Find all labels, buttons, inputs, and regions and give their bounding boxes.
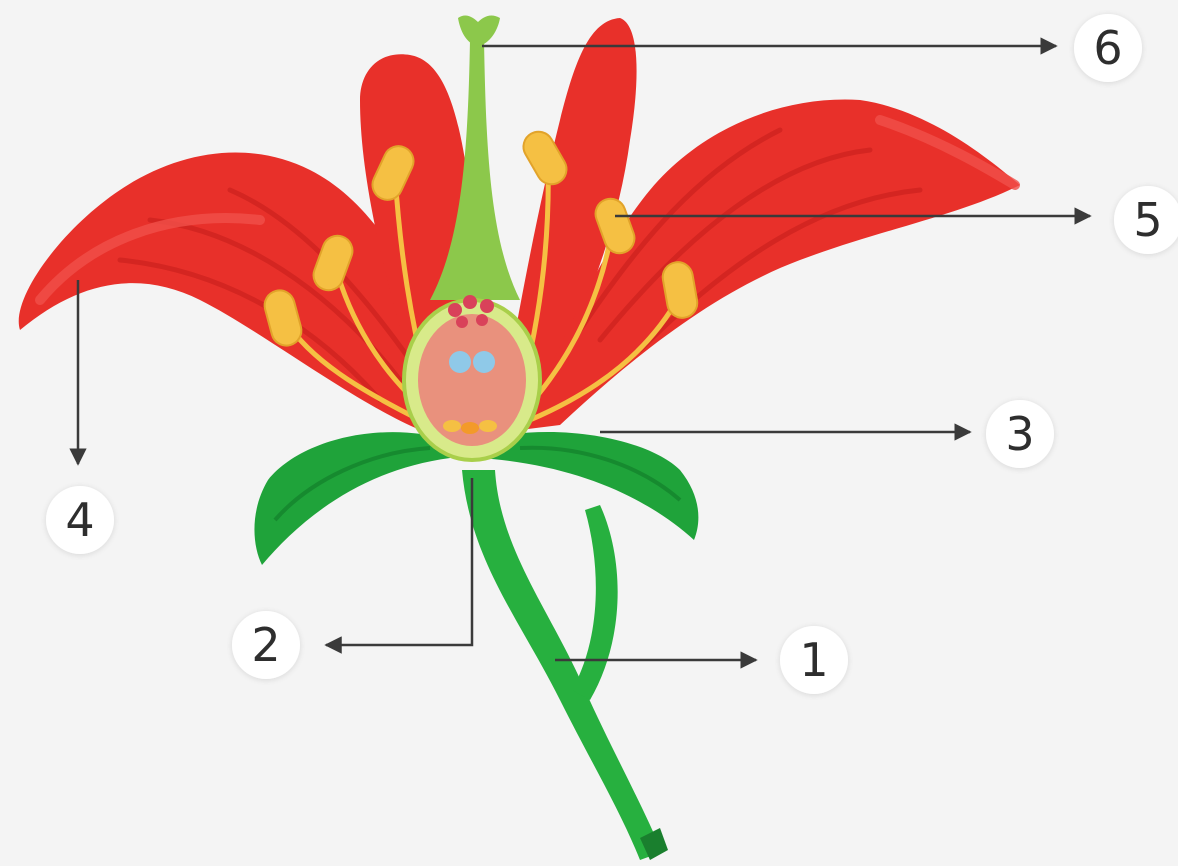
label-1: 1 — [780, 626, 848, 694]
label-6-text: 6 — [1093, 21, 1122, 75]
label-5-text: 5 — [1133, 193, 1162, 247]
stem — [462, 470, 668, 860]
label-5: 5 — [1114, 186, 1178, 254]
label-6: 6 — [1074, 14, 1142, 82]
label-3: 3 — [986, 400, 1054, 468]
stigma — [458, 15, 500, 46]
ovules-bottom — [443, 420, 497, 434]
leader-2 — [326, 478, 472, 645]
label-2-text: 2 — [251, 618, 280, 672]
label-1-text: 1 — [799, 633, 828, 687]
sepal-left — [254, 432, 450, 565]
main-stem — [462, 470, 662, 860]
label-2: 2 — [232, 611, 300, 679]
label-3-text: 3 — [1005, 407, 1034, 461]
label-4-text: 4 — [65, 493, 94, 547]
stem-branch — [572, 505, 618, 700]
label-4: 4 — [46, 486, 114, 554]
